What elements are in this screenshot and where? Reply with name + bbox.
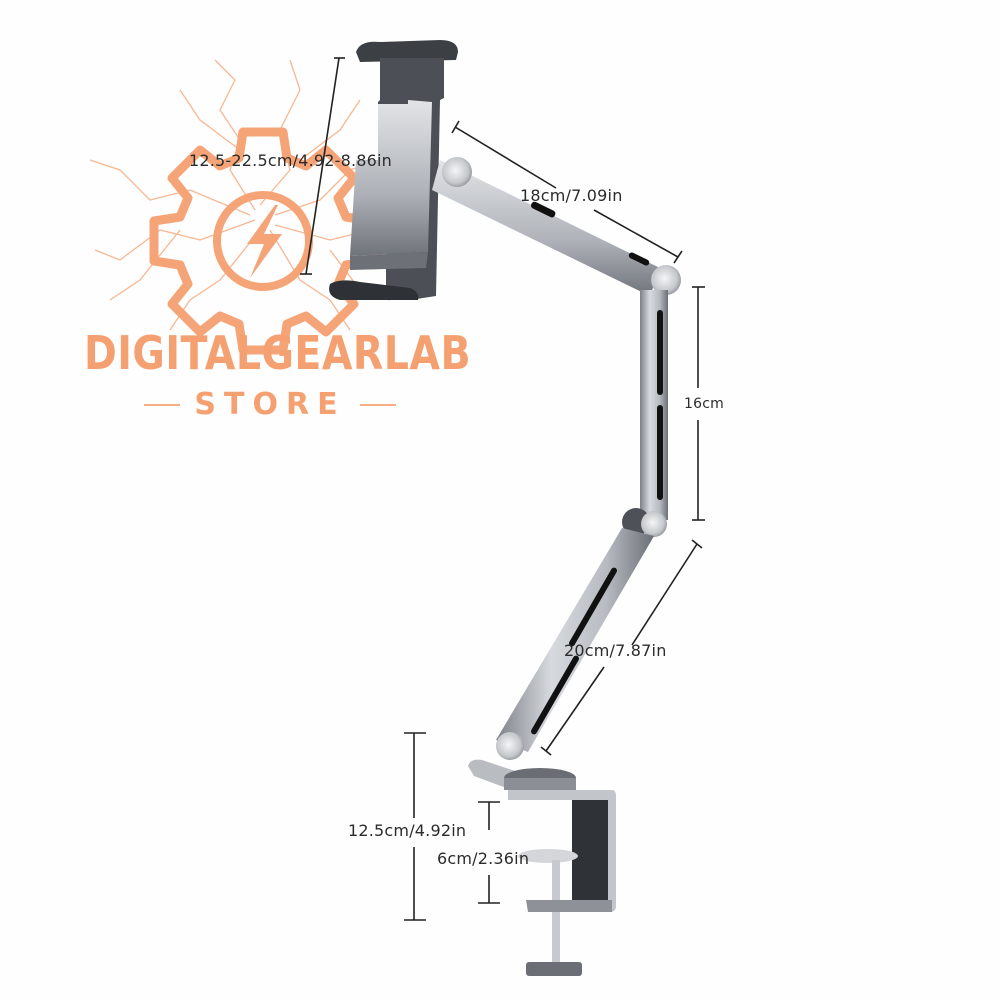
dim-holder-width: 12.5-22.5cm/4.92-8.86in [189, 151, 393, 170]
divider [144, 404, 181, 406]
dimension-lines [300, 57, 705, 921]
arm-top [432, 157, 681, 296]
dim-arm-bottom: 20cm/7.87in [564, 641, 667, 660]
arm-middle [622, 290, 668, 537]
tablet-holder [329, 40, 458, 300]
dim-clamp-opening: 6cm/2.36in [437, 849, 530, 868]
desk-clamp [468, 759, 616, 976]
dim-clamp-height: 12.5cm/4.92in [348, 821, 467, 840]
arm-bottom [496, 528, 654, 760]
watermark-store-row: STORE [144, 388, 396, 422]
dim-arm-top: 18cm/7.09in [520, 186, 623, 205]
divider [359, 404, 396, 406]
watermark-store: STORE [194, 387, 346, 422]
dim-arm-middle: 16cm [684, 396, 724, 412]
gear-lightning-icon [89, 59, 401, 355]
watermark-brand: DIGITALGEARLAB [84, 326, 472, 380]
